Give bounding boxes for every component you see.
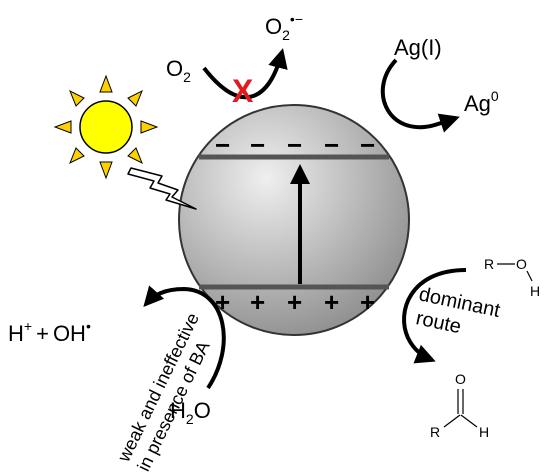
aldehyde-structure: O R H xyxy=(430,371,489,440)
hole-3: + xyxy=(287,287,302,317)
aldehyde-bond-h xyxy=(460,414,478,428)
blocked-x-mark: X xyxy=(232,73,254,109)
hole-4: + xyxy=(324,287,339,317)
superoxide-label: O2•− xyxy=(265,11,303,43)
sun-rays xyxy=(53,74,159,180)
alcohol-oxidation-pathway: dominant route R O H O R H xyxy=(402,256,540,440)
oxygen-label: O2 xyxy=(166,56,191,85)
alcohol-r: R xyxy=(484,256,494,272)
water-label: H2O xyxy=(170,398,211,427)
electron-3: − xyxy=(287,130,302,160)
silver-ion-label: Ag(I) xyxy=(394,35,442,60)
silver-reduction-pathway: Ag(I) Ag0 xyxy=(380,35,499,133)
hole-2: + xyxy=(250,287,265,317)
hole-5: + xyxy=(360,287,375,317)
aldehyde-h: H xyxy=(479,424,489,440)
alcohol-structure: R O H xyxy=(484,256,540,299)
particle-sphere xyxy=(178,104,410,336)
sun-disc xyxy=(79,100,133,154)
electron-row: − − − − − xyxy=(215,130,375,160)
aldehyde-o: O xyxy=(455,371,466,387)
alcohol-oxidation-arrow xyxy=(402,268,467,364)
hydroxyl-radical-label: H++OH• xyxy=(8,318,91,346)
alcohol-bond-oh xyxy=(526,270,533,282)
oxygen-reduction-pathway: O2 O2•− X xyxy=(166,11,303,109)
silver-metal-label: Ag0 xyxy=(464,88,499,116)
weak-route-note: weak and ineffective in presence of BA xyxy=(113,305,225,472)
water-oxidation-arrow xyxy=(143,285,226,390)
alcohol-h: H xyxy=(530,283,540,299)
alcohol-o: O xyxy=(516,256,527,272)
electron-5: − xyxy=(360,130,375,160)
sun-icon xyxy=(53,74,159,180)
aldehyde-bond-r xyxy=(443,414,461,428)
lightning-bolt-icon xyxy=(127,167,197,210)
silver-reduction-arrow xyxy=(380,58,460,133)
oxygen-reduction-arrow xyxy=(202,48,288,100)
water-oxidation-pathway: H++OH• H2O weak and ineffective in prese… xyxy=(8,285,226,472)
aldehyde-r: R xyxy=(430,424,440,440)
hole-row: + + + + + xyxy=(215,287,375,317)
semiconductor-particle: − − − − − + + + + + xyxy=(178,104,410,336)
electron-1: − xyxy=(215,130,230,160)
electron-2: − xyxy=(250,130,265,160)
electron-4: − xyxy=(324,130,339,160)
dominant-route-note: dominant route xyxy=(412,283,507,346)
